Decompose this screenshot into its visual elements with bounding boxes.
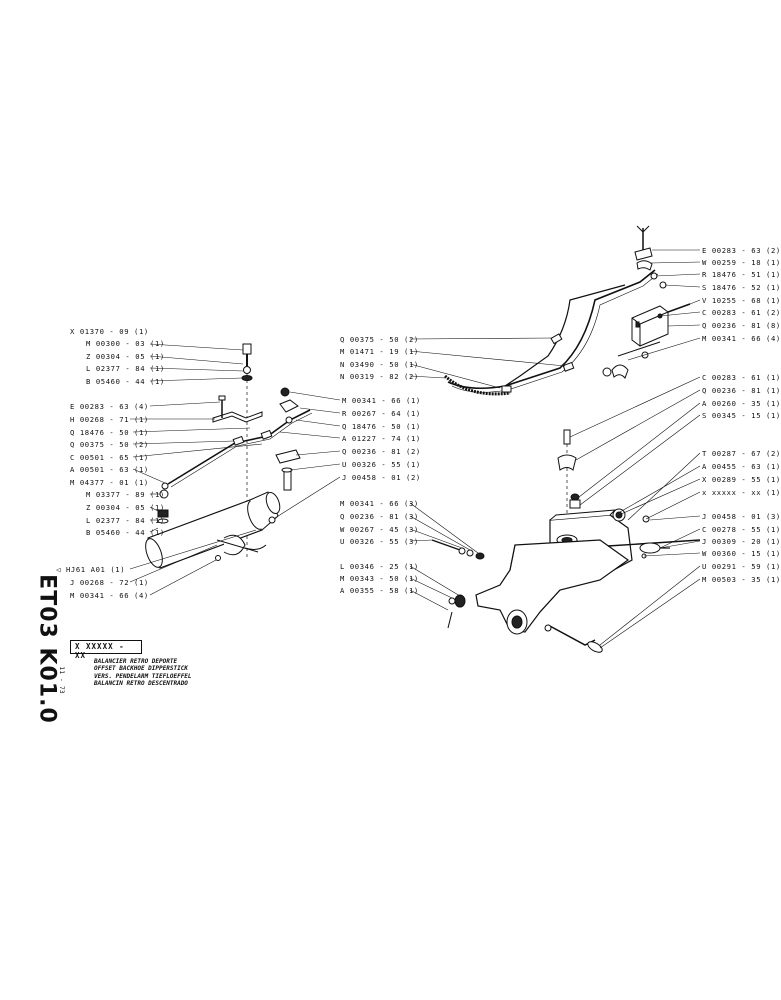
callout-label: M 03377 - 89 (1) bbox=[86, 490, 165, 499]
callout-label: L 02377 - 84 (1) bbox=[86, 364, 165, 373]
callout-label: Q 00236 - 81 (1) bbox=[702, 386, 781, 395]
callout-label: Q 00236 - 81 (2) bbox=[342, 447, 421, 456]
callout-label: J 00309 - 20 (1) bbox=[702, 537, 781, 546]
callout-label: C 00278 - 55 (1) bbox=[702, 525, 781, 534]
callout-label: A 00355 - 58 (1) bbox=[340, 586, 419, 595]
callout-label: Q 00375 - 50 (2) bbox=[340, 335, 419, 344]
leader-lines bbox=[129, 249, 701, 649]
callout-label: W 00360 - 15 (1) bbox=[702, 549, 781, 558]
callout-label: HJ61 A01 (1) bbox=[66, 565, 126, 574]
sheet-titles: BALANCIER RETRO DEPORTE OFFSET BACKHOE D… bbox=[94, 658, 192, 688]
callout-label: X 01370 - 09 (1) bbox=[70, 327, 149, 336]
callout-label: R 00267 - 64 (1) bbox=[342, 409, 421, 418]
callout-label: M 00300 - 03 (1) bbox=[86, 339, 165, 348]
callout-label: C 00283 - 61 (2) bbox=[702, 308, 781, 317]
title-es: BALANCIN RETRO DESCENTRADO bbox=[94, 680, 188, 688]
callout-label: Q 18476 - 50 (1) bbox=[70, 428, 149, 437]
callout-label: N 03490 - 50 (1) bbox=[340, 360, 419, 369]
callout-label: Q 18476 - 50 (1) bbox=[342, 422, 421, 431]
callout-label: M 00341 - 66 (4) bbox=[70, 591, 149, 600]
callout-label: Z 00304 - 05 (1) bbox=[86, 503, 165, 512]
callout-label: T 00287 - 67 (2) bbox=[702, 449, 781, 458]
callout-label: x xxxxx - xx (1) bbox=[702, 488, 781, 497]
callout-label: L 00346 - 25 (1) bbox=[340, 562, 419, 571]
callout-label: J 00268 - 72 (1) bbox=[70, 578, 149, 587]
sheet-date: 11 - 73 bbox=[58, 666, 66, 694]
callout-label: M 04377 - 01 (1) bbox=[70, 478, 149, 487]
title-fr: BALANCIER RETRO DEPORTE bbox=[94, 658, 178, 665]
callout-label: N 00319 - 82 (2) bbox=[340, 372, 419, 381]
callout-label: A 01227 - 74 (1) bbox=[342, 434, 421, 443]
callout-label: M 01471 - 19 (1) bbox=[340, 347, 419, 356]
callout-label: M 00341 - 66 (1) bbox=[342, 396, 421, 405]
callout-label: M 00343 - 50 (1) bbox=[340, 574, 419, 583]
callout-label: L 02377 - 84 (1) bbox=[86, 516, 165, 525]
callout-label: E 00283 - 63 (4) bbox=[70, 402, 149, 411]
callout-label: R 18476 - 51 (1) bbox=[702, 270, 781, 279]
callout-label: A 00260 - 35 (1) bbox=[702, 399, 781, 408]
callout-label: M 00341 - 66 (3) bbox=[340, 499, 419, 508]
callout-label: E 00283 - 63 (2) bbox=[702, 246, 781, 255]
callout-label: U 00326 - 55 (1) bbox=[342, 460, 421, 469]
callout-label: B 05460 - 44 (1) bbox=[86, 377, 165, 386]
callout-label: Q 00236 - 81 (3) bbox=[340, 512, 419, 521]
title-de: VERS. PENDELARM TIEFLOEFFEL bbox=[94, 672, 192, 680]
callout-label: B 05460 - 44 (1) bbox=[86, 528, 165, 537]
callout-label: S 00345 - 15 (1) bbox=[702, 411, 781, 420]
dipperstick-bracket-assembly bbox=[431, 429, 701, 653]
title-en: OFFSET BACKHOE DIPPERSTICK bbox=[94, 665, 188, 673]
callout-label: J 00458 - 01 (3) bbox=[702, 512, 781, 521]
hose-assembly bbox=[444, 225, 691, 396]
callout-label: Z 00304 - 05 (1) bbox=[86, 352, 165, 361]
callout-label: U 00326 - 55 (3) bbox=[340, 537, 419, 546]
callout-label: Q 00236 - 81 (8) bbox=[702, 321, 781, 330]
callout-label: C 00501 - 65 (1) bbox=[70, 453, 149, 462]
part-number-box: X XXXXX - XX bbox=[70, 640, 142, 660]
callout-label: A 00455 - 63 (1) bbox=[702, 462, 781, 471]
callout-label: M 00341 - 66 (4) bbox=[702, 334, 781, 343]
callout-label: H 00268 - 71 (1) bbox=[70, 415, 149, 424]
callout-label: Q 00375 - 50 (2) bbox=[70, 440, 149, 449]
callout-label: U 00291 - 59 (1) bbox=[702, 562, 781, 571]
callout-label: S 18476 - 52 (1) bbox=[702, 283, 781, 292]
callout-label: W 00259 - 18 (1) bbox=[702, 258, 781, 267]
callout-label: J 00458 - 01 (2) bbox=[342, 473, 421, 482]
callout-label: W 00267 - 45 (3) bbox=[340, 525, 419, 534]
left-triangle-icon: ◁ bbox=[56, 565, 61, 574]
callout-label: A 00501 - 63 (1) bbox=[70, 465, 149, 474]
part-number: X XXXXX - XX bbox=[75, 642, 125, 660]
callout-label: M 00503 - 35 (1) bbox=[702, 575, 781, 584]
callout-label: X 00289 - 55 (1) bbox=[702, 475, 781, 484]
callout-label: C 00283 - 61 (1) bbox=[702, 373, 781, 382]
callout-label: V 10255 - 68 (1) bbox=[702, 296, 781, 305]
left-cylinder-assembly bbox=[145, 343, 313, 569]
